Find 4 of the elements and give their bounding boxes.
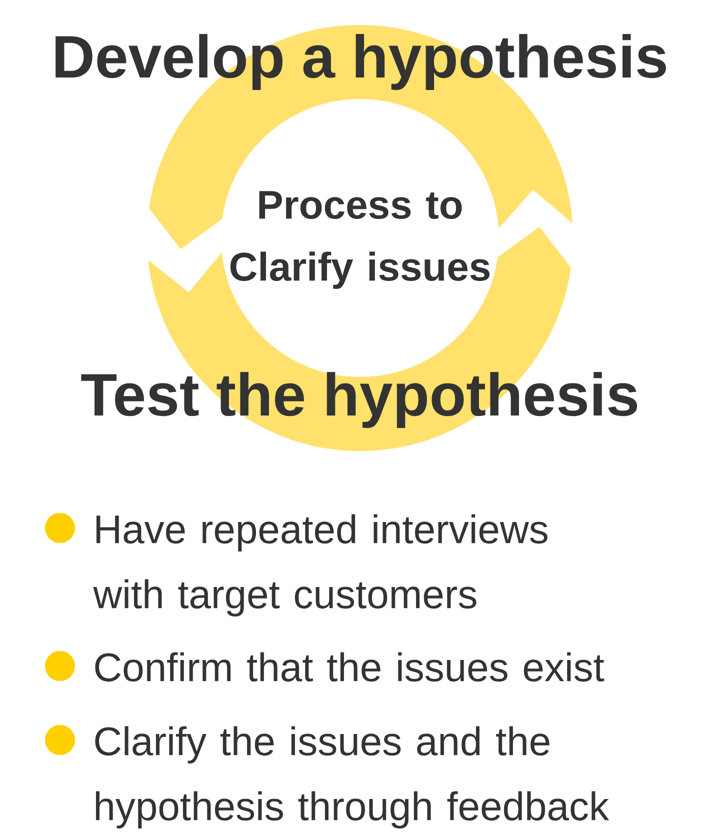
- list-item: Clarify the issues and the hypothesis through feedback: [95, 726, 610, 828]
- list-item: Confirm that the issues exist: [95, 652, 604, 682]
- list-item: Have repeated interviews with target customers: [93, 514, 548, 616]
- center-label: Process to Clarify issues: [230, 191, 490, 289]
